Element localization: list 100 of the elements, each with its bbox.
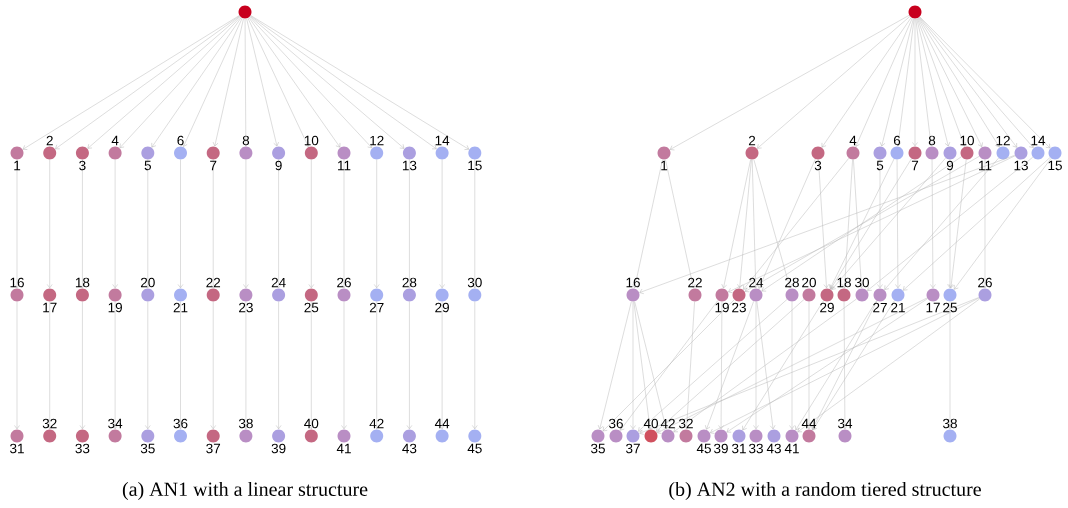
node-number: 37 bbox=[626, 443, 640, 454]
node-number: 4 bbox=[111, 135, 119, 146]
node-number: 12 bbox=[996, 135, 1010, 146]
arrow bbox=[243, 18, 249, 147]
arrow bbox=[917, 18, 966, 147]
arrow bbox=[22, 15, 240, 150]
arrow bbox=[630, 301, 636, 430]
arrow bbox=[212, 18, 244, 147]
arrow bbox=[597, 301, 632, 430]
arrow bbox=[821, 17, 912, 148]
node-number: 1 bbox=[14, 160, 21, 171]
arrow bbox=[145, 159, 151, 289]
arrow bbox=[842, 301, 848, 430]
arrow bbox=[341, 159, 347, 289]
arrow bbox=[737, 159, 752, 289]
node-number: 8 bbox=[928, 135, 936, 146]
node-number: 30 bbox=[855, 277, 869, 288]
arrow bbox=[797, 298, 980, 433]
node-number: 19 bbox=[108, 302, 122, 313]
node-number: 18 bbox=[75, 277, 90, 288]
arrow bbox=[761, 156, 962, 292]
arrow bbox=[930, 159, 936, 289]
node-number: 11 bbox=[979, 160, 992, 171]
node-number: 40 bbox=[643, 418, 658, 429]
node-number: 13 bbox=[402, 160, 417, 171]
arrow bbox=[867, 156, 1033, 291]
arrow bbox=[602, 299, 735, 432]
node-number: 15 bbox=[1048, 160, 1062, 171]
arrow bbox=[275, 159, 282, 289]
arrow bbox=[639, 155, 1015, 294]
arrow bbox=[812, 300, 895, 431]
node-number: 33 bbox=[749, 443, 763, 454]
arrow bbox=[79, 301, 86, 430]
node-number: 31 bbox=[732, 443, 746, 454]
node-number: 39 bbox=[271, 443, 286, 454]
node-number: 17 bbox=[926, 302, 940, 313]
node-number: 45 bbox=[467, 443, 482, 454]
node-number: 11 bbox=[338, 160, 351, 171]
node-number: 1 bbox=[661, 160, 668, 171]
node-number: 31 bbox=[10, 443, 24, 454]
node-number: 34 bbox=[108, 418, 123, 429]
arrow bbox=[830, 158, 912, 290]
node-number: 3 bbox=[814, 160, 822, 171]
arrow bbox=[634, 301, 669, 430]
node-number: 15 bbox=[468, 160, 482, 171]
node-number: 19 bbox=[715, 302, 729, 313]
arrow bbox=[753, 301, 759, 430]
arrow bbox=[638, 299, 788, 432]
arrow bbox=[182, 17, 243, 147]
node-number: 14 bbox=[435, 135, 450, 146]
arrow bbox=[982, 159, 988, 289]
arrow bbox=[853, 159, 865, 289]
arrow bbox=[439, 159, 445, 289]
node-number: 17 bbox=[43, 302, 57, 313]
node-number: 32 bbox=[679, 418, 693, 429]
arrow bbox=[753, 159, 792, 289]
arrow bbox=[743, 158, 850, 290]
node-number: 37 bbox=[206, 443, 221, 454]
arrow bbox=[917, 17, 983, 147]
arrow bbox=[247, 17, 310, 147]
arrow bbox=[744, 156, 980, 293]
node-number: 33 bbox=[75, 443, 90, 454]
node-number: 36 bbox=[173, 418, 188, 429]
arrow bbox=[718, 301, 724, 430]
arrow bbox=[374, 159, 380, 289]
arrow bbox=[249, 16, 373, 149]
node-number: 35 bbox=[591, 443, 605, 454]
node-number: 2 bbox=[748, 135, 756, 146]
node-number: 18 bbox=[837, 277, 851, 288]
caption: (b) AN2 with a random tiered structure bbox=[669, 481, 981, 501]
node-number: 13 bbox=[1014, 160, 1028, 171]
arrow bbox=[916, 18, 951, 147]
arrow bbox=[912, 18, 918, 147]
arrow bbox=[811, 300, 878, 430]
arrow bbox=[947, 301, 953, 430]
arrow bbox=[751, 159, 759, 289]
node-number: 41 bbox=[336, 443, 351, 454]
node-number: 21 bbox=[891, 302, 905, 313]
node-number: 24 bbox=[749, 277, 764, 288]
arrow bbox=[639, 297, 979, 435]
node-number: 7 bbox=[911, 160, 919, 171]
arrow bbox=[726, 298, 928, 433]
arrow bbox=[877, 159, 883, 289]
arrow bbox=[79, 159, 86, 289]
caption: (a) AN1 with a linear structure bbox=[122, 481, 368, 501]
arrow bbox=[210, 159, 216, 289]
node-number: 20 bbox=[141, 277, 155, 288]
node-number: 12 bbox=[370, 135, 384, 146]
node-number: 28 bbox=[785, 277, 799, 288]
node-number: 22 bbox=[688, 277, 702, 288]
arrow bbox=[705, 301, 754, 430]
arrow bbox=[243, 301, 249, 430]
arrow bbox=[829, 158, 895, 289]
node-number: 3 bbox=[79, 160, 86, 171]
node-number: 44 bbox=[434, 418, 450, 429]
arrow bbox=[879, 18, 914, 147]
node-number: 39 bbox=[714, 443, 728, 454]
node-number: 26 bbox=[978, 277, 992, 288]
arrow bbox=[795, 300, 877, 431]
arrow bbox=[87, 16, 241, 149]
